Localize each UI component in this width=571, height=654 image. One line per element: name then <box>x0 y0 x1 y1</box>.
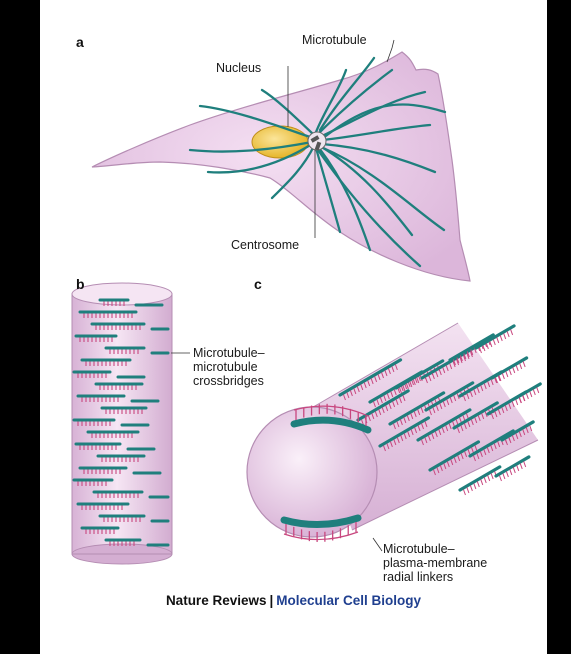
linker-c <box>503 473 505 479</box>
journal-name: Molecular Cell Biology <box>276 593 421 608</box>
label-crossbridges-line1: Microtubule– <box>193 346 265 360</box>
linker-c <box>467 487 469 493</box>
cylinder-b <box>72 283 190 564</box>
leader-line-c <box>373 538 382 551</box>
linker-c <box>497 337 499 343</box>
linker-c <box>526 393 528 399</box>
linker-c <box>477 481 479 487</box>
linker-c <box>524 461 526 467</box>
linker-c <box>502 373 504 379</box>
linker-c <box>463 489 465 495</box>
linker-c <box>509 369 511 375</box>
figure-panel: a b c Microtubule Nucleus Centrosome Mic… <box>40 0 547 654</box>
linker-c <box>500 335 502 341</box>
cylinder-b-top <box>72 283 172 305</box>
label-crossbridges-line3: crossbridges <box>193 374 264 388</box>
linker-c <box>533 389 535 395</box>
linker-c <box>537 387 539 393</box>
linker-c <box>493 339 495 345</box>
linker-c <box>530 391 532 397</box>
linker-c <box>499 475 501 481</box>
linker-c <box>491 473 493 479</box>
label-radial-linkers-line3: radial linkers <box>383 570 453 584</box>
linker-c <box>474 483 476 489</box>
linker-c <box>506 371 508 377</box>
label-microtubule: Microtubule <box>302 33 367 47</box>
linker-c <box>481 479 483 485</box>
microtubule-c <box>516 384 540 398</box>
panel-letter-a: a <box>76 34 84 50</box>
figure-credit: Nature Reviews|Molecular Cell Biology <box>40 593 547 608</box>
linker-c <box>484 477 486 483</box>
linker-c <box>516 365 518 371</box>
panel-letter-b: b <box>76 276 85 292</box>
linker-c <box>507 331 509 337</box>
label-radial-linkers-line2: plasma-membrane <box>383 556 487 570</box>
linker-c <box>520 363 522 369</box>
nucleus <box>252 126 308 158</box>
panel-letter-c: c <box>254 276 262 292</box>
credit-separator: | <box>266 593 276 608</box>
linker-c <box>470 485 472 491</box>
label-centrosome: Centrosome <box>231 238 299 252</box>
linker-c <box>511 329 513 335</box>
linker-c <box>523 361 525 367</box>
linker-c <box>520 463 522 469</box>
linker-c <box>517 465 519 471</box>
linker-c <box>488 475 490 481</box>
centrosome <box>308 132 326 150</box>
label-nucleus: Nucleus <box>216 61 261 75</box>
label-radial-linkers-line1: Microtubule– <box>383 542 455 556</box>
linker-c <box>513 467 515 473</box>
linker-c <box>506 471 508 477</box>
linker-c <box>513 367 515 373</box>
publisher-name: Nature Reviews <box>166 593 267 608</box>
linker-c <box>504 333 506 339</box>
linker-c <box>516 399 518 405</box>
cylinder-c <box>247 323 540 551</box>
linker-c <box>510 469 512 475</box>
label-crossbridges-line2: microtubule <box>193 360 258 374</box>
